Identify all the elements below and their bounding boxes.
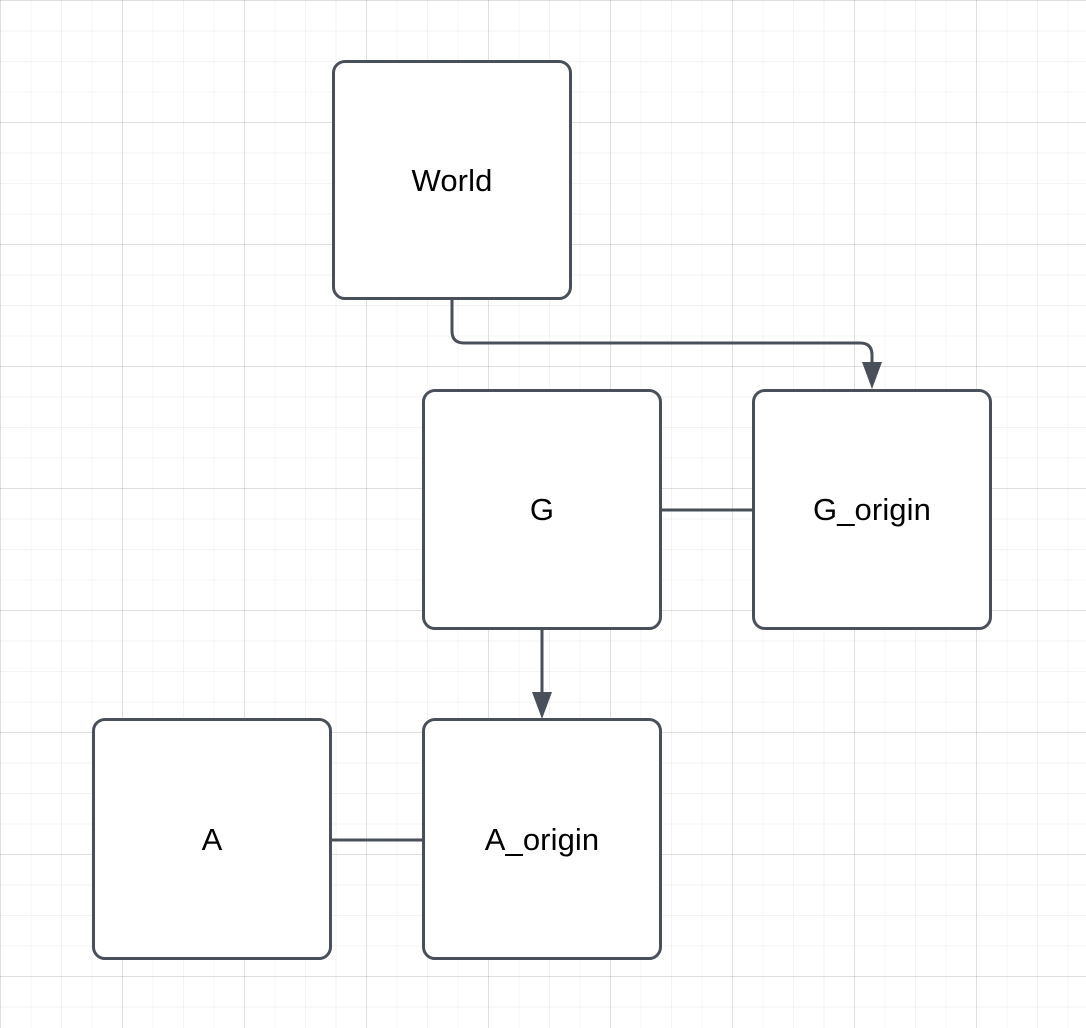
node-label: G <box>529 492 555 527</box>
node-label: A <box>201 821 223 857</box>
arrowhead-icon <box>862 362 882 389</box>
node-label: A_origin <box>484 821 600 857</box>
node-g-origin[interactable]: G_origin <box>752 389 992 630</box>
node-a-origin[interactable]: A_origin <box>422 718 662 960</box>
edge-world-to-g_origin <box>450 300 882 389</box>
edge-g-to-a_origin <box>532 630 552 719</box>
node-label: G_origin <box>813 492 931 527</box>
node-g[interactable]: G <box>422 389 662 630</box>
node-label: World <box>411 162 493 198</box>
arrowhead-icon <box>532 692 552 719</box>
node-world[interactable]: World <box>332 60 572 300</box>
node-a[interactable]: A <box>92 718 332 960</box>
